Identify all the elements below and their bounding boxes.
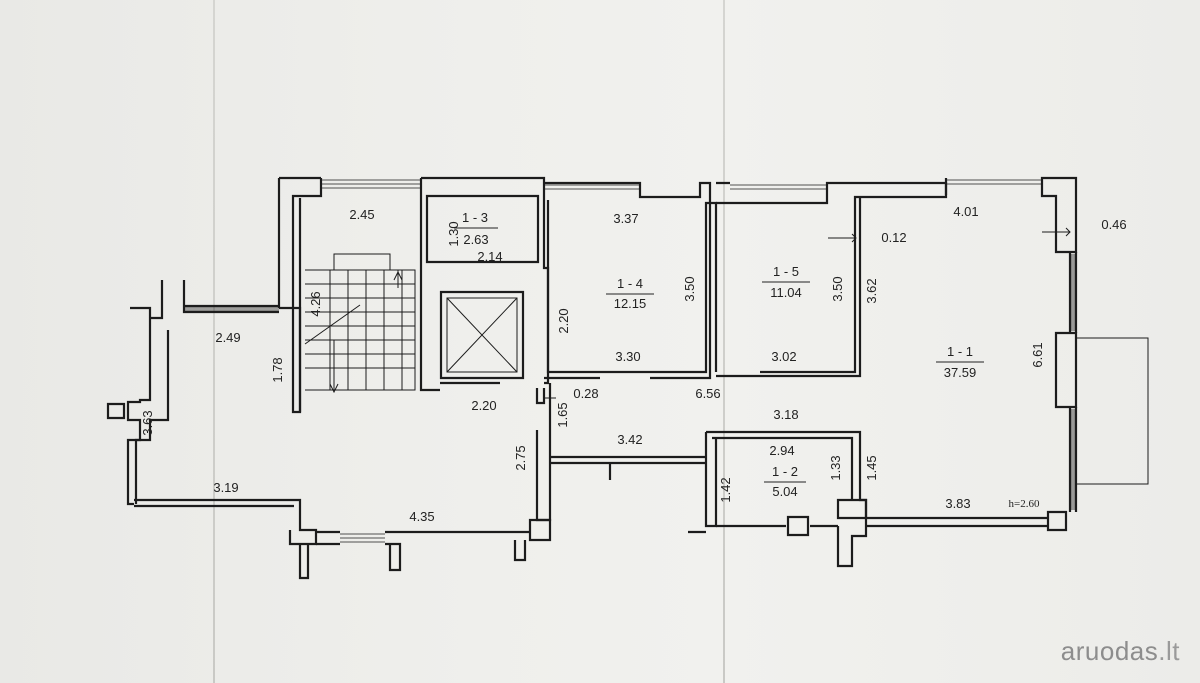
- dimension-label: 0.46: [1101, 217, 1126, 232]
- dimension-label: 2.75: [513, 445, 528, 470]
- dimension-label: 3.02: [771, 349, 796, 364]
- dimension-label: 3.62: [864, 278, 879, 303]
- dimension-label: 6.56: [695, 386, 720, 401]
- dimension-label: 1.30: [446, 221, 461, 246]
- watermark-tld: .lt: [1158, 636, 1180, 666]
- room-1-3-name: 1 - 3: [462, 210, 488, 225]
- dimension-markers: [544, 227, 1071, 399]
- dimension-label: 2.94: [769, 443, 794, 458]
- dimension-label: 3.42: [617, 432, 642, 447]
- dimension-label: 3.18: [773, 407, 798, 422]
- dimension-label: 4.01: [953, 204, 978, 219]
- dimension-label: 2.20: [471, 398, 496, 413]
- room-1-4-area: 12.15: [614, 296, 647, 311]
- staircase: [304, 253, 416, 394]
- dimension-label: 3.50: [830, 276, 845, 301]
- room-1-1-area: 37.59: [944, 365, 977, 380]
- watermark-main: aruodas: [1060, 636, 1159, 666]
- dimension-label: 4.26: [308, 291, 323, 316]
- room-1-1-name: 1 - 1: [947, 344, 973, 359]
- dimension-label: 4.35: [409, 509, 434, 524]
- ceiling-height-label: h=2.60: [1009, 498, 1040, 510]
- dimension-label: 0.28: [573, 386, 598, 401]
- windows: [184, 179, 1075, 543]
- dimension-label: 1.65: [555, 402, 570, 427]
- dimension-label: 2.14: [477, 249, 502, 264]
- room-1-2-name: 1 - 2: [772, 464, 798, 479]
- dimension-label: 1.33: [828, 455, 843, 480]
- dimension-label: 2.20: [556, 308, 571, 333]
- walls: [106, 176, 1149, 580]
- room-1-5-area: 11.04: [770, 285, 802, 300]
- dimension-label: 6.61: [1030, 342, 1045, 367]
- room-1-3-area: 2.63: [463, 232, 488, 247]
- room-1-5-name: 1 - 5: [773, 264, 799, 279]
- dimension-label: 1.78: [270, 357, 285, 382]
- dimension-label: 2.49: [215, 330, 240, 345]
- aruodas-watermark: aruodas.lt: [1061, 636, 1180, 667]
- paper-fold-line: [213, 0, 215, 683]
- dimension-label: 0.12: [881, 230, 906, 245]
- room-1-2-area: 5.04: [772, 484, 797, 499]
- dimension-label: 3.30: [615, 349, 640, 364]
- dimension-label: 3.83: [945, 496, 970, 511]
- dimension-label: 1.45: [864, 455, 879, 480]
- dimension-label: 3.50: [682, 276, 697, 301]
- dimension-labels: 2.45 1.30 2.14 3.37 4.01 0.46 0.12 3.50 …: [140, 204, 1127, 524]
- room-labels: 1 - 3 2.63 1 - 4 12.15 1 - 5 11.04 1 - 1…: [454, 210, 984, 499]
- dimension-label: 2.45: [349, 207, 374, 222]
- paper-fold-line: [723, 0, 725, 683]
- dimension-label: 3.19: [213, 480, 238, 495]
- dimension-label: 3.37: [613, 211, 638, 226]
- room-1-4-name: 1 - 4: [617, 276, 643, 291]
- dimension-label: 3.63: [140, 410, 155, 435]
- dimension-label: 1.42: [718, 477, 733, 502]
